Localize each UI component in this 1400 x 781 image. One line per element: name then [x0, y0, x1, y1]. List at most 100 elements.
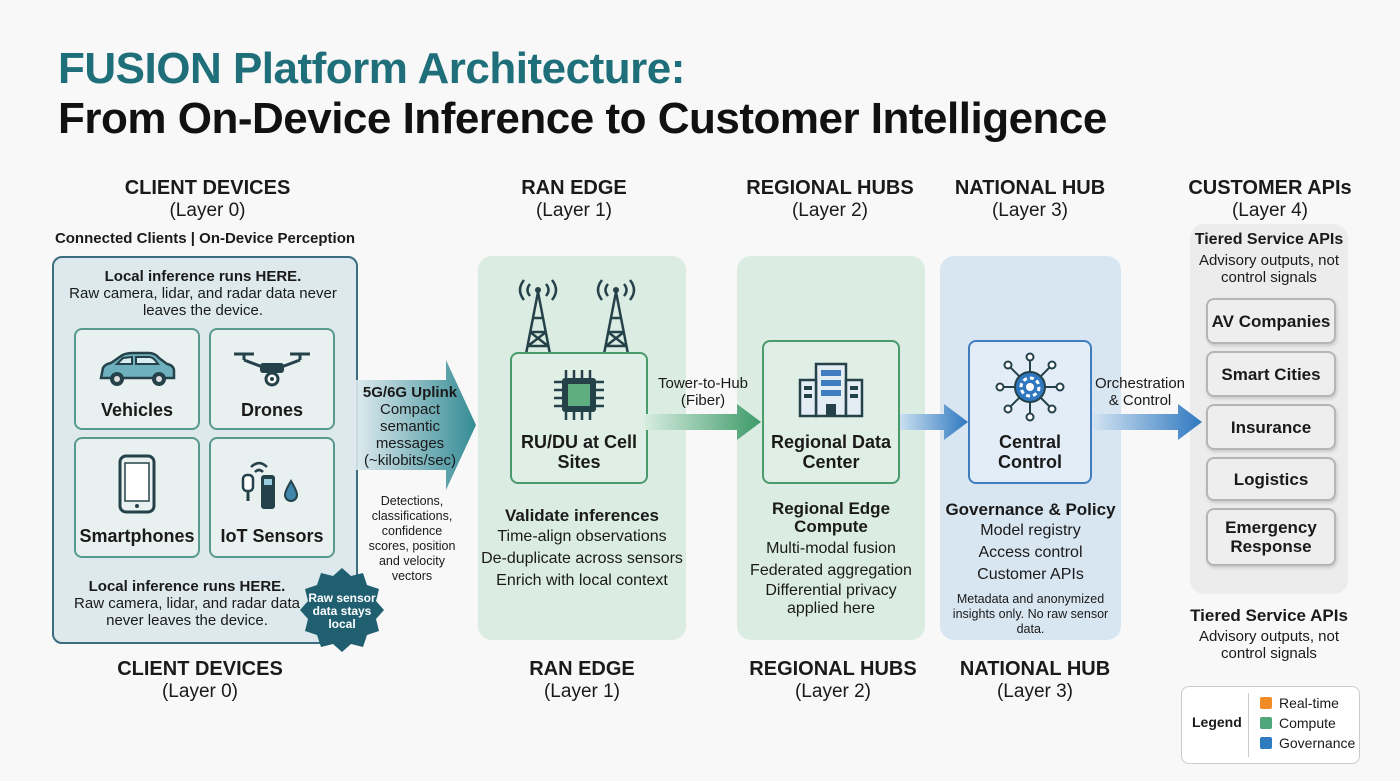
- layer-header-regional: REGIONAL HUBS (Layer 2): [730, 177, 930, 222]
- ran-item: De-duplicate across sensors: [481, 550, 683, 567]
- layer-number: (Layer 3): [996, 681, 1074, 702]
- tiered-api-header: Tiered Service APIs Advisory outputs, no…: [1190, 231, 1348, 286]
- layer-name: NATIONAL HUB: [954, 177, 1106, 199]
- tiered-title: Tiered Service APIs: [1194, 231, 1344, 248]
- device-tile-iot-sensors: IoT Sensors: [209, 437, 335, 558]
- client-top-note: Local inference runs HERE. Raw camera, l…: [62, 268, 344, 319]
- drone-icon: [234, 352, 310, 387]
- layer-number: (Layer 0): [169, 200, 246, 221]
- uplink-payload: Detections, classifications, confidence …: [368, 494, 456, 583]
- layer-number: (Layer 2): [794, 681, 872, 702]
- api-emergency-response[interactable]: Emergency Response: [1206, 508, 1336, 566]
- box-title: Regional Data Center: [770, 432, 892, 472]
- layer-header-customer: CUSTOMER APIs (Layer 4): [1170, 177, 1370, 222]
- layer-number: (Layer 2): [791, 200, 869, 221]
- national-title: Governance & Policy: [945, 500, 1116, 519]
- box-title: Central Control: [998, 432, 1062, 472]
- legend-item-realtime: Real-time: [1260, 695, 1339, 711]
- fiber-arrow-icon: [645, 404, 761, 440]
- box-title: RU/DU at Cell Sites: [520, 432, 637, 472]
- ran-item: Time-align observations: [497, 528, 667, 545]
- layer-name: REGIONAL HUBS: [749, 658, 917, 680]
- layer-footer-regional: REGIONAL HUBS (Layer 2): [733, 658, 933, 703]
- client-bottom-note: Local inference runs HERE. Raw camera, l…: [62, 578, 312, 629]
- legend-label: Governance: [1279, 735, 1356, 751]
- regional-functions: Regional Edge Compute Multi-modal fusion…: [737, 500, 925, 618]
- regional-item: Differential privacy applied here: [765, 582, 897, 617]
- layer-footer-national: NATIONAL HUB (Layer 3): [935, 658, 1135, 703]
- tiered-desc: Advisory outputs, not control signals: [1198, 628, 1340, 662]
- legend-title: Legend: [1192, 714, 1242, 730]
- note-text: Raw camera, lidar, and radar data never …: [69, 285, 337, 319]
- layer-name: REGIONAL HUBS: [746, 177, 914, 199]
- national-item: Access control: [978, 544, 1083, 561]
- page-subtitle: From On-Device Inference to Customer Int…: [58, 94, 1107, 143]
- layer-name: CUSTOMER APIs: [1188, 177, 1352, 199]
- layer-number: (Layer 0): [161, 681, 239, 702]
- layer-number: (Layer 3): [991, 200, 1069, 221]
- national-functions: Governance & Policy Model registry Acces…: [940, 500, 1121, 637]
- layer-header-ran: RAN EDGE (Layer 1): [474, 177, 674, 222]
- note-text: Raw camera, lidar, and radar data never …: [74, 595, 300, 629]
- regional-data-center-box: Regional Data Center: [762, 340, 900, 484]
- legend: Legend Real-time Compute Governance: [1181, 686, 1360, 764]
- layer-name: CLIENT DEVICES: [117, 658, 283, 680]
- layer-name: RAN EDGE: [529, 658, 635, 680]
- legend-divider: [1248, 693, 1249, 757]
- layer-name: NATIONAL HUB: [959, 658, 1111, 680]
- legend-swatch: [1260, 737, 1272, 749]
- compute-arrow-icon: [900, 404, 968, 440]
- uplink-title: 5G/6G Uplink: [362, 384, 458, 401]
- uplink-label: 5G/6G Uplink Compact semantic messages (…: [358, 384, 462, 469]
- legend-swatch: [1260, 717, 1272, 729]
- tower-to-hub-label: Tower-to-Hub (Fiber): [657, 375, 749, 409]
- ru-du-box: RU/DU at Cell Sites: [510, 352, 648, 484]
- chip-icon: [554, 370, 604, 420]
- layer-name: RAN EDGE: [521, 177, 627, 199]
- api-logistics[interactable]: Logistics: [1206, 457, 1336, 501]
- layer-number: (Layer 1): [535, 200, 613, 221]
- tile-label: Smartphones: [79, 526, 195, 546]
- tiered-desc: Advisory outputs, not control signals: [1198, 252, 1340, 286]
- layer-name: CLIENT DEVICES: [124, 177, 291, 199]
- layer-footer-ran: RAN EDGE (Layer 1): [482, 658, 682, 703]
- page-title: FUSION Platform Architecture:: [58, 44, 685, 93]
- device-tile-drones: Drones: [209, 328, 335, 430]
- api-av-companies[interactable]: AV Companies: [1206, 298, 1336, 344]
- network-gear-icon: [995, 352, 1065, 422]
- regional-item: Federated aggregation: [750, 562, 912, 579]
- layer-header-national: NATIONAL HUB (Layer 3): [930, 177, 1130, 222]
- ran-title: Validate inferences: [504, 506, 660, 525]
- legend-item-compute: Compute: [1260, 715, 1336, 731]
- national-item: Model registry: [980, 522, 1081, 539]
- tile-label: Drones: [240, 400, 303, 420]
- api-insurance[interactable]: Insurance: [1206, 404, 1336, 450]
- ran-functions: Validate inferences Time-align observati…: [478, 506, 686, 592]
- national-item: Customer APIs: [977, 566, 1084, 583]
- note-bold: Local inference runs HERE.: [88, 578, 286, 595]
- seal-badge-icon: [300, 568, 384, 652]
- tile-label: IoT Sensors: [220, 526, 324, 546]
- central-control-box: Central Control: [968, 340, 1092, 484]
- device-tile-smartphones: Smartphones: [74, 437, 200, 558]
- tiered-title: Tiered Service APIs: [1190, 606, 1348, 625]
- orchestration-label: Orchestration & Control: [1094, 375, 1186, 409]
- legend-label: Compute: [1279, 715, 1336, 731]
- uplink-desc: Compact semantic messages (~kilobits/sec…: [363, 401, 457, 469]
- layer-number: (Layer 1): [543, 681, 621, 702]
- national-note: Metadata and anonymized insights only. N…: [952, 592, 1109, 636]
- layer-footer-client: CLIENT DEVICES (Layer 0): [90, 658, 310, 703]
- iot-sensor-icon: [241, 461, 299, 509]
- legend-swatch: [1260, 697, 1272, 709]
- cell-tower-icon: [518, 279, 636, 355]
- tiered-api-footer: Tiered Service APIs Advisory outputs, no…: [1180, 606, 1358, 662]
- car-icon: [99, 351, 176, 386]
- legend-item-governance: Governance: [1260, 735, 1355, 751]
- tile-label: Vehicles: [100, 400, 174, 420]
- orchestration-arrow-icon: [1092, 404, 1202, 440]
- uplink-arrow-icon: [356, 360, 476, 490]
- ran-item: Enrich with local context: [496, 572, 668, 589]
- regional-item: Multi-modal fusion: [766, 540, 896, 557]
- api-smart-cities[interactable]: Smart Cities: [1206, 351, 1336, 397]
- regional-title: Regional Edge Compute: [771, 499, 891, 536]
